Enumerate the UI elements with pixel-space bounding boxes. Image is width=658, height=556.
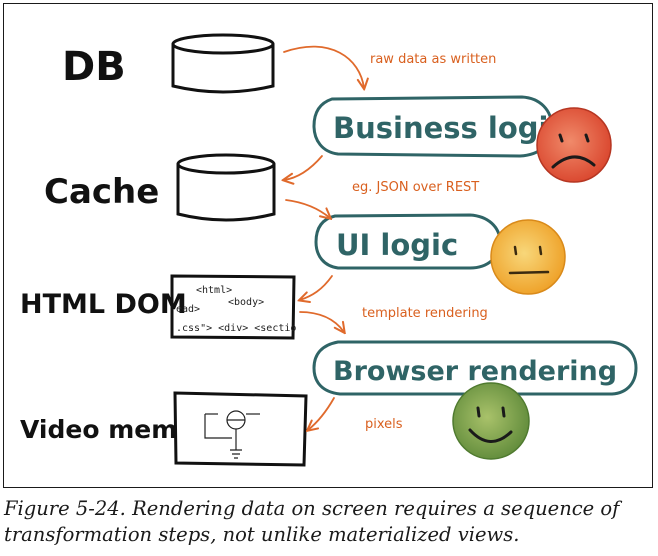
browser-rendering-label: Browser rendering <box>333 356 617 387</box>
dom-tag-div-section: .css"> <div> <sectio <box>176 323 296 334</box>
business-logic-bubble: Business logic <box>312 95 566 158</box>
note-raw-data: raw data as written <box>370 52 496 67</box>
dom-tag-head: ead> <box>176 304 200 315</box>
business-logic-label: Business logic <box>333 111 566 145</box>
arrow-browser-rendering-to-video-mem <box>308 397 335 430</box>
browser-rendering-bubble: Browser rendering <box>312 340 638 396</box>
figure-caption: Figure 5-24. Rendering data on screen re… <box>4 497 620 546</box>
neutral-face-icon <box>490 219 566 295</box>
cache-label: Cache <box>44 172 159 212</box>
arrow-ui-logic-to-dom <box>300 275 333 300</box>
arrow-business-logic-to-cache <box>284 155 323 180</box>
dom-tag-body: <body> <box>228 297 264 308</box>
note-json-rest: eg. JSON over REST <box>352 180 479 195</box>
html-dom-label: HTML DOM <box>20 289 187 320</box>
ui-logic-label: UI logic <box>336 228 458 262</box>
arrow-cache-to-ui-logic <box>285 199 330 218</box>
html-dom-box: <html> ead> <body> .css"> <div> <sectio <box>170 274 296 340</box>
db-cylinder-icon <box>171 33 275 94</box>
arrow-dom-to-browser-rendering <box>299 311 344 332</box>
note-template-rendering: template rendering <box>362 306 488 321</box>
video-mem-label: Video mem <box>20 415 177 444</box>
video-memory-screen <box>173 391 308 467</box>
sad-face-icon <box>536 107 612 183</box>
ui-logic-bubble: UI logic <box>314 213 502 270</box>
flow-arrows <box>283 45 364 430</box>
arrow-db-to-business-logic <box>283 45 364 88</box>
db-label: DB <box>62 44 126 90</box>
cache-cylinder-icon <box>176 153 276 222</box>
happy-face-icon <box>452 382 530 460</box>
circuit-sketch-icon <box>204 410 260 459</box>
note-pixels: pixels <box>365 417 403 432</box>
dom-tag-html: <html> <box>196 285 232 296</box>
